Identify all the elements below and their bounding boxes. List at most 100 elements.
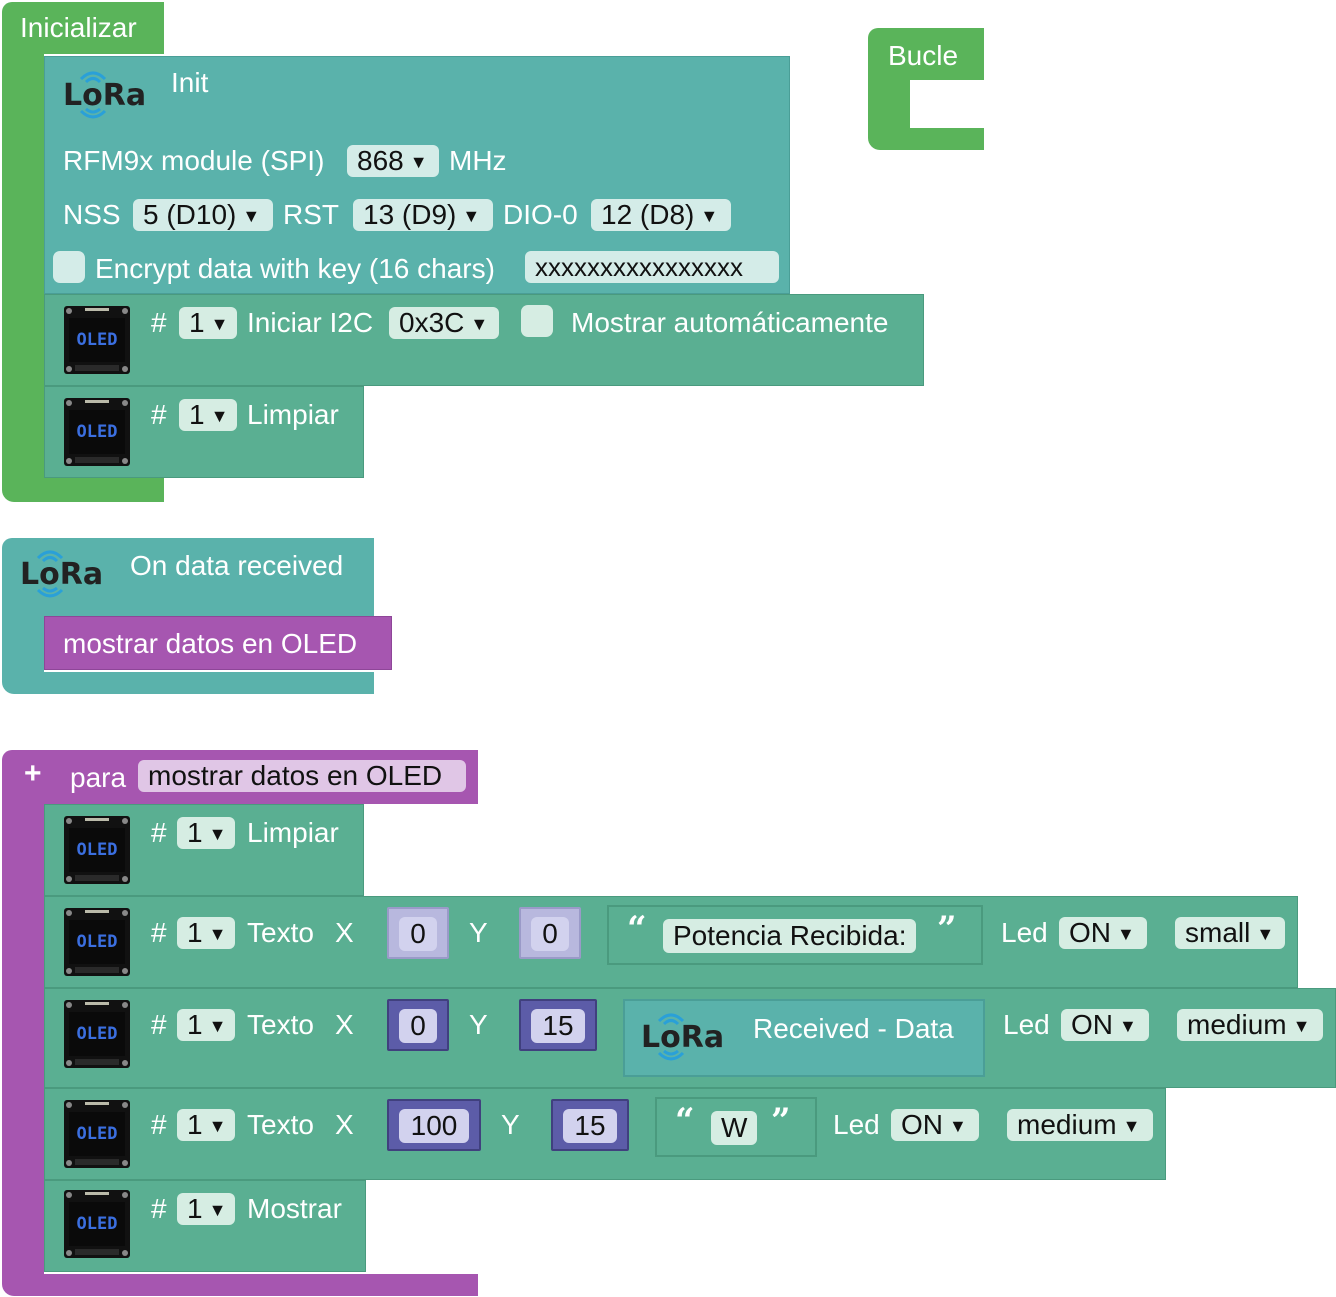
y-label: Y xyxy=(469,1009,488,1040)
hash-label: # xyxy=(151,1109,167,1140)
chevron-down-icon: ▼ xyxy=(949,1116,967,1136)
string-block[interactable]: “ Potencia Recibida: ” xyxy=(607,905,983,965)
oled-icon xyxy=(63,907,131,977)
x-value[interactable]: 0 xyxy=(399,1009,437,1043)
lora-event-title: On data received xyxy=(130,550,344,581)
string-block[interactable]: “ W ” xyxy=(655,1097,817,1157)
oled-text-block[interactable]: # 1▼ Texto X 0 Y 15 Received - Data Led … xyxy=(44,988,1336,1088)
lora-icon xyxy=(18,544,114,604)
y-number-block[interactable]: 15 xyxy=(519,999,597,1051)
oled-show-block[interactable]: # 1▼ Mostrar xyxy=(44,1180,366,1272)
i2c-addr-dropdown[interactable]: 0x3C▼ xyxy=(389,307,499,339)
oled-num-dropdown[interactable]: 1▼ xyxy=(177,1109,235,1141)
led-dropdown[interactable]: ON▼ xyxy=(1059,917,1147,949)
function-name-input[interactable]: mostrar datos en OLED xyxy=(138,760,466,792)
encrypt-label: Encrypt data with key (16 chars) xyxy=(95,253,495,284)
chevron-down-icon: ▼ xyxy=(208,824,227,844)
lora-data-block[interactable]: Received - Data xyxy=(623,999,985,1077)
led-label: Led xyxy=(833,1109,880,1140)
key-input[interactable]: xxxxxxxxxxxxxxxx xyxy=(525,251,779,283)
oled-icon xyxy=(63,999,131,1069)
lora-init-block[interactable]: Init RFM9x module (SPI) 868▼ MHz NSS 5 (… xyxy=(44,56,790,294)
oled-icon xyxy=(63,397,131,467)
led-label: Led xyxy=(1003,1009,1050,1040)
oled-icon xyxy=(63,305,131,375)
string-value[interactable]: W xyxy=(711,1111,758,1145)
chevron-down-icon: ▼ xyxy=(208,1016,227,1036)
oled-icon xyxy=(63,815,131,885)
oled-num-dropdown[interactable]: 1▼ xyxy=(179,399,237,431)
auto-show-label: Mostrar automáticamente xyxy=(571,307,889,338)
oled-clear-block[interactable]: # 1▼ Limpiar xyxy=(44,804,364,896)
freq-dropdown[interactable]: 868▼ xyxy=(347,145,439,177)
encrypt-checkbox[interactable] xyxy=(53,251,85,283)
oled-num-dropdown[interactable]: 1▼ xyxy=(179,307,237,339)
chevron-down-icon: ▼ xyxy=(242,206,261,226)
x-value[interactable]: 0 xyxy=(399,917,437,951)
rst-dropdown[interactable]: 13 (D9)▼ xyxy=(353,199,493,231)
oled-num-dropdown[interactable]: 1▼ xyxy=(177,1193,235,1225)
oled-show-label: Mostrar xyxy=(247,1193,342,1224)
x-label: X xyxy=(335,917,354,948)
text-label: Texto xyxy=(247,1009,314,1040)
dio-dropdown[interactable]: 12 (D8)▼ xyxy=(591,199,731,231)
chevron-down-icon: ▼ xyxy=(700,206,719,226)
oled-text-block[interactable]: # 1▼ Texto X 100 Y 15 “ W ” Led ON▼ medi… xyxy=(44,1088,1166,1180)
x-number-block[interactable]: 100 xyxy=(387,1099,481,1151)
setup-title: Inicializar xyxy=(20,12,137,43)
hash-label: # xyxy=(151,917,167,948)
y-number-block[interactable]: 15 xyxy=(551,1099,629,1151)
chevron-down-icon: ▼ xyxy=(462,206,481,226)
size-dropdown[interactable]: medium▼ xyxy=(1007,1109,1153,1141)
oled-init-block[interactable]: # 1▼ Iniciar I2C 0x3C▼ Mostrar automátic… xyxy=(44,294,924,386)
x-number-block[interactable]: 0 xyxy=(387,999,449,1051)
led-dropdown[interactable]: ON▼ xyxy=(1061,1009,1149,1041)
lora-icon xyxy=(639,1007,735,1067)
size-dropdown[interactable]: small▼ xyxy=(1175,917,1285,949)
chevron-down-icon: ▼ xyxy=(210,406,229,426)
oled-text-block[interactable]: # 1▼ Texto X 0 Y 0 “ Potencia Recibida: … xyxy=(44,896,1298,988)
chevron-down-icon: ▼ xyxy=(409,152,428,172)
para-label: para xyxy=(70,762,127,793)
close-quote-icon: ” xyxy=(771,1101,791,1141)
oled-num-dropdown[interactable]: 1▼ xyxy=(177,917,235,949)
oled-init-label: Iniciar I2C xyxy=(247,307,374,338)
loop-title: Bucle xyxy=(888,40,959,71)
module-label: RFM9x module (SPI) xyxy=(63,145,325,176)
x-value[interactable]: 100 xyxy=(399,1109,469,1143)
led-dropdown[interactable]: ON▼ xyxy=(891,1109,979,1141)
nss-dropdown[interactable]: 5 (D10)▼ xyxy=(133,199,273,231)
x-label: X xyxy=(335,1109,354,1140)
x-number-block[interactable]: 0 xyxy=(387,907,449,959)
size-dropdown[interactable]: medium▼ xyxy=(1177,1009,1323,1041)
y-number-block[interactable]: 0 xyxy=(519,907,581,959)
chevron-down-icon: ▼ xyxy=(208,924,227,944)
oled-num-dropdown[interactable]: 1▼ xyxy=(177,1009,235,1041)
lora-data-label: Received - Data xyxy=(753,1013,954,1044)
auto-show-checkbox[interactable] xyxy=(521,305,553,337)
string-value[interactable]: Potencia Recibida: xyxy=(663,919,917,953)
chevron-down-icon: ▼ xyxy=(1122,1116,1141,1136)
hash-label: # xyxy=(151,1193,167,1224)
call-function-block[interactable]: mostrar datos en OLED xyxy=(44,616,392,670)
chevron-down-icon: ▼ xyxy=(1292,1016,1311,1036)
lora-icon xyxy=(61,65,157,125)
oled-icon xyxy=(63,1099,131,1169)
chevron-down-icon: ▼ xyxy=(1117,924,1135,944)
oled-icon xyxy=(63,1189,131,1259)
nss-label: NSS xyxy=(63,199,121,230)
y-label: Y xyxy=(501,1109,520,1140)
y-value[interactable]: 15 xyxy=(563,1109,617,1143)
chevron-down-icon: ▼ xyxy=(470,314,489,334)
y-value[interactable]: 15 xyxy=(531,1009,585,1043)
open-quote-icon: “ xyxy=(627,909,647,949)
chevron-down-icon: ▼ xyxy=(208,1116,227,1136)
text-label: Texto xyxy=(247,917,314,948)
add-param-icon[interactable]: + xyxy=(24,757,42,790)
y-value[interactable]: 0 xyxy=(531,917,569,951)
hash-label: # xyxy=(151,399,167,430)
oled-clear-block[interactable]: # 1▼ Limpiar xyxy=(44,386,364,478)
x-label: X xyxy=(335,1009,354,1040)
oled-num-dropdown[interactable]: 1▼ xyxy=(177,817,235,849)
oled-clear-label: Limpiar xyxy=(247,399,339,430)
